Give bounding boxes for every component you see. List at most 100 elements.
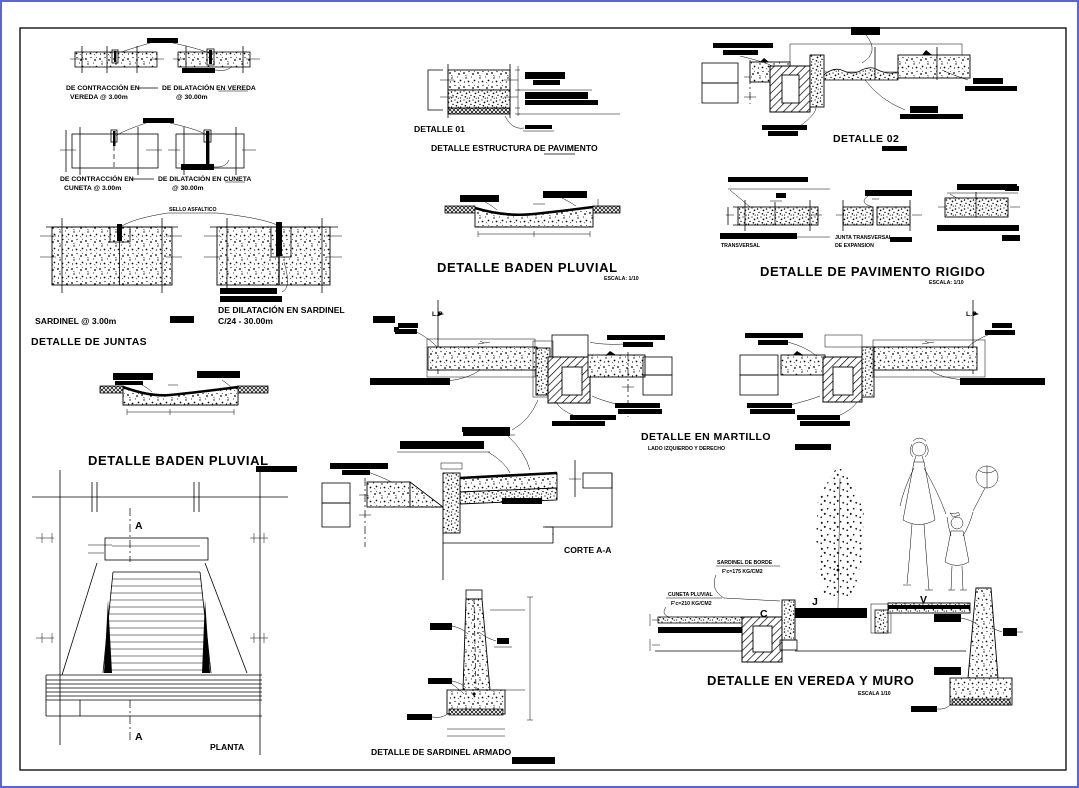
figure-woman — [899, 437, 947, 591]
detail-corte-aa: CORTE A-A — [321, 430, 613, 570]
redacted-label-bar — [552, 421, 605, 426]
detail-martillo-right: L.P — [739, 300, 1045, 426]
redacted-label-bar — [910, 106, 938, 113]
label-detalle-01: DETALLE 01 — [414, 124, 465, 134]
detail-sardinel-armado: DETALLE DE SARDINEL ARMADO — [371, 570, 555, 764]
detail-pavimento-rigido: TRANSVERSAL JUNTA TRANSVERSAL DE EXPANSI… — [720, 177, 1020, 286]
balloon — [972, 465, 999, 512]
tree — [816, 462, 864, 609]
label-contraccion-cuneta-2: CUNETA @ 3.00m — [64, 185, 121, 192]
label-junta-transversal-1: JUNTA TRANSVERSAL — [835, 235, 893, 241]
redacted-label-bar — [851, 27, 880, 35]
redacted-label-bar — [115, 381, 143, 385]
redacted-label-bar — [330, 463, 388, 469]
redacted-label-bar — [512, 757, 555, 764]
redacted-label-bar — [400, 441, 484, 449]
redacted-label-bar — [937, 225, 1019, 231]
section-mark-a-bottom: A — [135, 731, 143, 743]
title-baden-pluvial-mid: DETALLE BADEN PLUVIAL — [437, 260, 618, 275]
label-contraccion-vereda-2: VEREDA @ 3.00m — [70, 94, 128, 101]
redacted-label-bar — [525, 72, 565, 79]
detail-juntas-sardinel: SELLO ASFALTICO DE DILATACIÓN EN SARDINE… — [31, 207, 399, 348]
label-transversal: TRANSVERSAL — [721, 243, 761, 249]
redacted-label-bar — [985, 330, 1015, 335]
redacted-label-bar — [395, 329, 417, 334]
redacted-label-bar — [525, 92, 588, 99]
title-detalle-juntas: DETALLE DE JUNTAS — [31, 336, 147, 348]
label-dilatacion-cuneta-2: @ 30.00m — [172, 185, 204, 192]
title-martillo: DETALLE EN MARTILLO — [641, 431, 771, 443]
redacted-label-bar — [762, 125, 807, 130]
label-dilatacion-vereda-1: DE DILATACIÓN EN VEREDA — [162, 83, 256, 92]
label-planta: PLANTA — [210, 742, 244, 752]
title-baden-pluvial-bottom: DETALLE BADEN PLUVIAL — [88, 453, 269, 468]
redacted-label-bar — [960, 378, 1045, 385]
figure-child — [944, 511, 974, 591]
redacted-label-bar — [957, 184, 1017, 190]
redacted-label-bar — [750, 409, 795, 414]
redacted-label-bar — [1002, 235, 1020, 241]
redacted-label-bar — [375, 318, 395, 323]
label-dilatacion-vereda-2: @ 30.00m — [176, 94, 208, 101]
label-dilatacion-cuneta-1: DE DILATACIÓN EN CUNETA — [158, 174, 251, 183]
redacted-label-bar — [797, 415, 840, 420]
redacted-label-bar — [911, 706, 937, 712]
redacted-label-bar — [890, 237, 912, 242]
label-dilatacion-sardinel-2: C/24 - 30.00m — [218, 316, 273, 326]
redacted-label-bar — [795, 444, 831, 450]
plan-road-band — [45, 674, 262, 717]
redacted-label-bar — [430, 623, 452, 630]
mark-v: V — [920, 594, 927, 606]
redacted-label-bar — [618, 409, 662, 414]
redacted-label-bar — [882, 146, 907, 151]
label-contraccion-cuneta-1: DE CONTRACCIÓN EN — [60, 174, 134, 183]
detail-martillo-left: L.P — [370, 300, 673, 436]
title-corte-aa: CORTE A-A — [564, 545, 611, 555]
redacted-label-bar — [720, 233, 797, 239]
redacted-label-bar — [728, 177, 808, 182]
redacted-label-bar — [1003, 628, 1017, 636]
redacted-label-bar — [865, 190, 912, 196]
plan-rungs — [104, 578, 210, 671]
redacted-label-bar — [143, 118, 174, 123]
label-contraccion-vereda-1: DE CONTRACCIÓN EN — [66, 83, 140, 92]
label-junta-transversal-2: DE EXPANSION — [835, 243, 874, 249]
detail-02: DETALLE 02 — [701, 27, 1017, 151]
redacted-label-bar — [256, 466, 297, 472]
redacted-label-bar — [965, 86, 1017, 91]
title-sardinel-armado: DETALLE DE SARDINEL ARMADO — [371, 747, 512, 757]
redacted-label-bar — [462, 427, 510, 432]
redacted-label-bar — [973, 78, 1003, 84]
redacted-label-bar — [525, 100, 598, 105]
redacted-label-bar — [182, 68, 215, 73]
escala-pavimento-rigido: ESCALA: 1/10 — [929, 280, 964, 286]
redacted-label-bar — [776, 193, 786, 198]
detail-juntas-cuneta: DE CONTRACCIÓN EN CUNETA @ 3.00m DE DILA… — [60, 118, 256, 192]
redacted-label-bar — [463, 430, 510, 436]
label-sardinel-borde-1: SARDINEL DE BORDE — [717, 560, 773, 566]
detail-baden-pluvial-bottom: DETALLE BADEN PLUVIAL A — [32, 371, 297, 755]
redacted-label-bar — [197, 371, 240, 378]
redacted-label-bar — [934, 614, 961, 622]
redacted-label-bar — [428, 678, 452, 684]
redacted-label-bar — [768, 131, 798, 136]
title-vereda-muro: DETALLE EN VEREDA Y MURO — [707, 673, 915, 688]
redacted-label-bar — [745, 333, 803, 338]
label-dilatacion-sardinel-1: DE DILATACIÓN EN SARDINEL — [218, 304, 345, 315]
title-pavimento-rigido: DETALLE DE PAVIMENTO RIGIDO — [760, 264, 985, 279]
detail-estructura-pavimento: DETALLE 01 DETALLE ESTRUCTURA DE PAVIMEN… — [414, 64, 620, 155]
redacted-label-bar — [170, 316, 194, 323]
redacted-label-bar — [342, 470, 370, 475]
redacted-label-bar — [407, 714, 432, 720]
title-detalle-02: DETALLE 02 — [833, 133, 899, 145]
redacted-label-bar — [497, 638, 509, 644]
redacted-label-bar — [1005, 186, 1019, 191]
redacted-label-bar — [220, 296, 282, 302]
section-mark-a-top: A — [135, 520, 143, 532]
redacted-label-bar — [623, 342, 653, 347]
title-estructura-pavimento: DETALLE ESTRUCTURA DE PAVIMENTO — [431, 143, 598, 153]
redacted-label-bar — [615, 403, 660, 408]
redacted-label-bar — [370, 378, 450, 385]
